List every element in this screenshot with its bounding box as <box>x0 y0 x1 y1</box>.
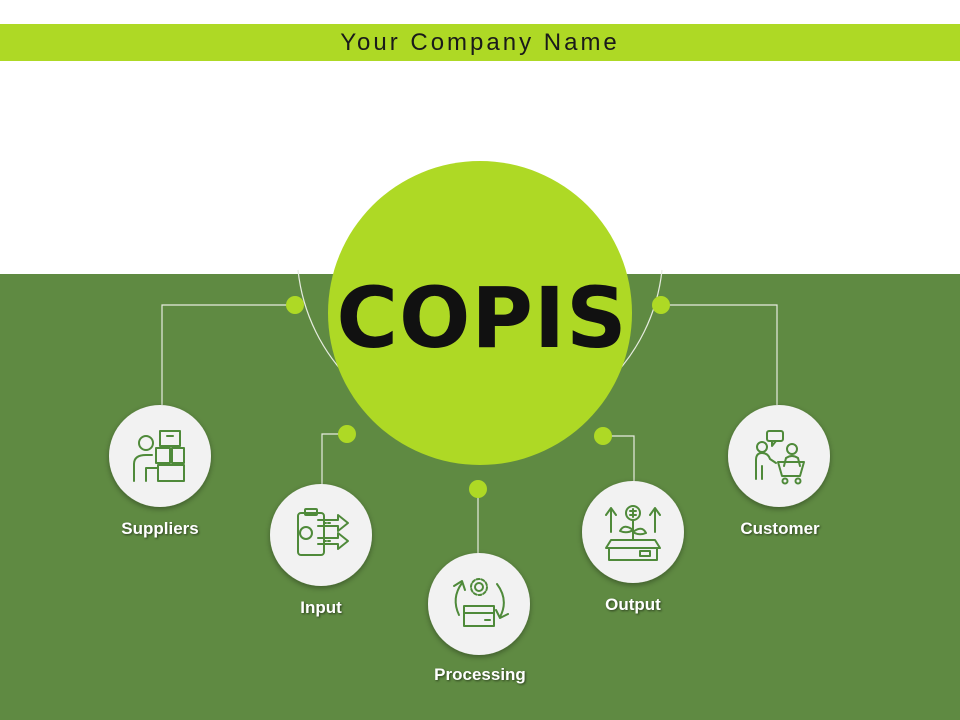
connector-suppliers <box>161 304 295 405</box>
center-title: COPIS <box>336 269 627 367</box>
clipboard-gear-arrows-icon <box>297 508 349 556</box>
input-circle <box>270 484 372 586</box>
open-box-money-plant-icon <box>605 505 661 561</box>
connector-dot-suppliers <box>286 296 304 314</box>
center-circle <box>328 161 632 465</box>
node-label-input: Input <box>300 598 342 617</box>
company-name-title: Your Company Name <box>340 29 620 56</box>
connector-customer <box>661 304 778 405</box>
connector-dot-output <box>594 427 612 445</box>
node-label-processing: Processing <box>434 665 526 684</box>
connector-dot-customer <box>652 296 670 314</box>
node-label-output: Output <box>605 595 661 614</box>
node-label-customer: Customer <box>740 519 820 538</box>
gear-box-cycle-icon <box>453 578 509 627</box>
supplier-boxes-icon <box>133 430 185 482</box>
suppliers-circle <box>109 405 211 507</box>
connector-dot-input <box>338 425 356 443</box>
node-label-suppliers: Suppliers <box>121 519 199 538</box>
header-bar <box>0 24 960 61</box>
processing-circle <box>428 553 530 655</box>
connector-output <box>603 435 635 483</box>
connector-dot-processing <box>469 480 487 498</box>
shopper-cart-icon <box>755 430 805 485</box>
customer-circle <box>728 405 830 507</box>
